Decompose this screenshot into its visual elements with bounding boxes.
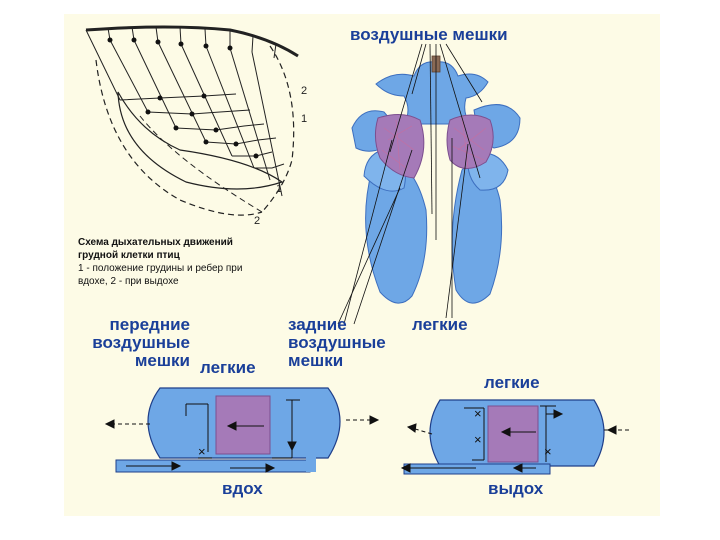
chest-number-1: 1: [276, 183, 282, 195]
right-lung: [446, 114, 494, 169]
exhale-valve-x-3: ×: [544, 444, 552, 459]
exhale-lung: [487, 405, 539, 463]
ribs-position-1: [85, 29, 283, 197]
inhale-schematic: ×: [104, 387, 380, 473]
chest-caption: Схема дыхательных движений грудной клетк…: [78, 236, 288, 288]
label-air-sacs-top: воздушные мешки: [350, 25, 508, 44]
label-lungs-exhale: легкие: [484, 373, 540, 392]
air-sacs-anatomy: [337, 43, 521, 325]
exhale-arrows: [400, 409, 630, 473]
caption-title-2: грудной клетки птиц: [78, 250, 180, 261]
exhale-valve-x-1: ×: [474, 406, 482, 421]
leader-lines-top: [389, 43, 483, 240]
inhale-valve-x: ×: [198, 444, 206, 459]
chest-number-2: 2: [254, 215, 260, 227]
label-back-air-sacs: задние воздушные мешки: [288, 316, 386, 370]
caption-line-4: вдохе, 2 - при выдохе: [78, 276, 179, 287]
label-lungs-top-right: легкие: [412, 315, 468, 334]
left-abdominal-sac: [365, 159, 428, 304]
spine-ticks: [107, 26, 277, 59]
label-inhale: вдох: [222, 479, 263, 498]
back-air-sacs-line-1: задние: [288, 315, 347, 334]
exhale-schematic: × × ×: [400, 399, 630, 475]
spine-line: [85, 25, 299, 58]
exhale-valve-x-2: ×: [474, 432, 482, 447]
chest-schematic: [85, 25, 299, 216]
sternum-2: [95, 59, 263, 216]
label-front-air-sacs: передние воздушные мешки: [80, 316, 190, 370]
lung-pattern: [381, 115, 487, 171]
exhale-trachea-pipe: [403, 463, 551, 475]
caption-title-1: Схема дыхательных движений: [78, 237, 233, 248]
inhale-lung: [215, 395, 271, 455]
label-exhale: выдох: [488, 479, 544, 498]
inhale-arrows: [104, 415, 380, 473]
front-air-sacs-line-3: мешки: [134, 351, 190, 370]
back-air-sacs-line-3: мешки: [288, 351, 344, 370]
outer-line-2: [261, 45, 295, 213]
front-air-sacs-line-1: передние: [109, 315, 190, 334]
rib-joints: [107, 37, 259, 159]
caption-line-3: 1 - положение грудины и ребер при: [78, 263, 243, 274]
back-air-sacs-line-2: воздушные: [288, 333, 386, 352]
front-air-sacs-line-2: воздушные: [92, 333, 190, 352]
chest-number-2b: 2: [301, 85, 307, 97]
label-lungs-front: легкие: [200, 358, 256, 377]
chest-number-1b: 1: [301, 113, 307, 125]
exhale-ducts: [464, 405, 556, 462]
clavicular-sac: [375, 61, 489, 125]
leader-lines-bottom: [337, 138, 469, 325]
